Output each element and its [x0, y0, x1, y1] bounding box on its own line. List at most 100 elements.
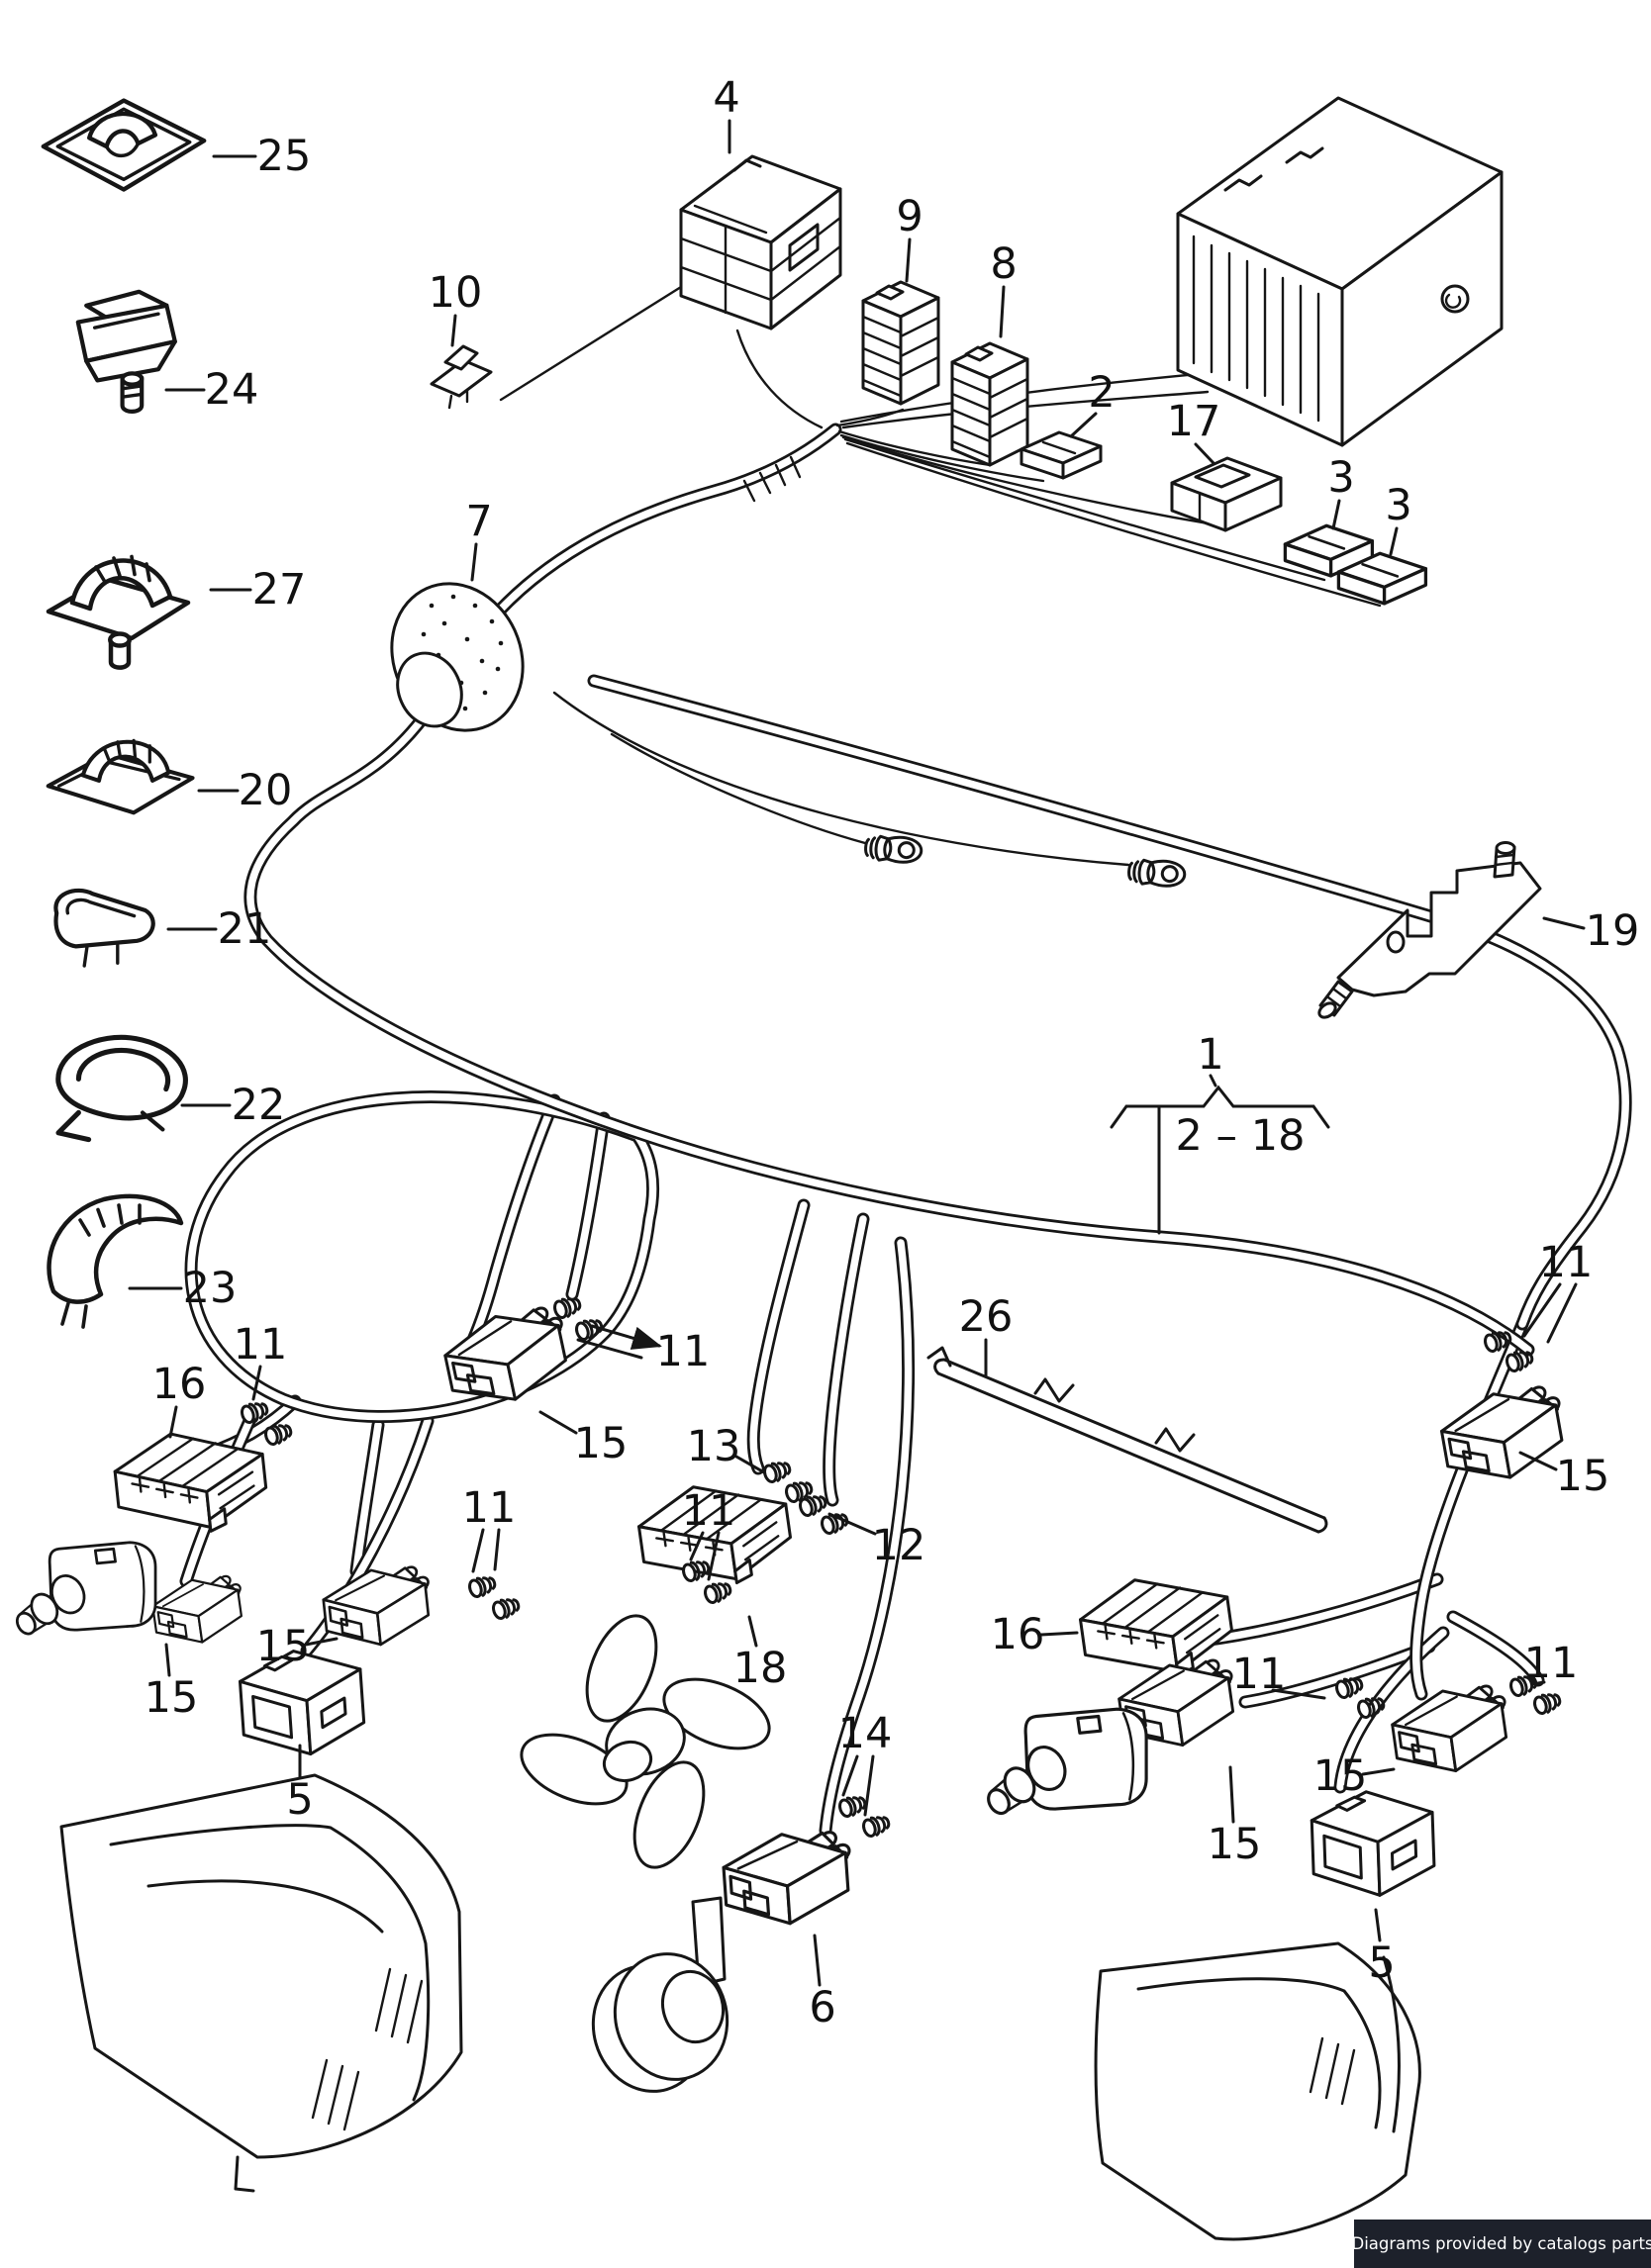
- callout-leader-11: [689, 1531, 705, 1561]
- part-number-1: 1: [1197, 1030, 1223, 1080]
- wire-seal: [550, 1293, 584, 1322]
- part-number-11: 11: [1539, 1238, 1594, 1287]
- part-number-24: 24: [205, 365, 259, 415]
- wire-seal: [701, 1578, 734, 1607]
- connector-5-right: [1309, 1787, 1437, 1900]
- part-number-7: 7: [465, 497, 492, 546]
- part-number-23: 23: [183, 1264, 238, 1313]
- callout-leader-11: [576, 1338, 643, 1360]
- headlight-right: [1094, 1941, 1421, 2241]
- callout-leader-19: [1542, 916, 1586, 930]
- part-number-21: 21: [218, 904, 272, 954]
- wire-seal: [760, 1458, 794, 1486]
- callout-leader-6: [813, 1934, 822, 1987]
- part-number-2: 2: [1088, 368, 1115, 418]
- part-number-6: 6: [809, 1983, 835, 2032]
- watermark-bar: Diagrams provided by catalogs parts: [1351, 2220, 1651, 2268]
- rail-26: [926, 1346, 1328, 1534]
- wire-seal: [859, 1812, 893, 1841]
- connector-15: [148, 1570, 250, 1650]
- clip-24: [78, 292, 175, 412]
- callout-leader-8: [999, 285, 1006, 338]
- grommet-7: [390, 582, 525, 732]
- callout-leader-11: [1522, 1282, 1562, 1338]
- wire-seal: [489, 1594, 523, 1623]
- connector-6: [720, 1826, 858, 1930]
- callout-leader-15: [1361, 1767, 1396, 1776]
- part-number-3: 3: [1327, 453, 1354, 503]
- part-number-18: 18: [733, 1644, 788, 1693]
- part-number-12: 12: [872, 1521, 926, 1570]
- callout-leader-11: [1530, 1680, 1546, 1686]
- bracket-19: [1317, 841, 1542, 1019]
- part-number-5: 5: [286, 1775, 313, 1825]
- callout-leader-15: [1518, 1451, 1558, 1471]
- clip-23: [49, 1196, 181, 1327]
- part-number-11: 11: [1524, 1639, 1579, 1688]
- wires: [499, 285, 1382, 867]
- part-number-4: 4: [713, 73, 739, 123]
- part-number-19: 19: [1586, 906, 1640, 956]
- part-number-2 – 18: 2 – 18: [1176, 1111, 1306, 1161]
- leveling-motor-left: [12, 1541, 157, 1639]
- part-number-20: 20: [239, 766, 293, 815]
- callout-leader-9: [905, 237, 912, 283]
- callout-leader-5: [1374, 1908, 1382, 1942]
- part-number-25: 25: [257, 132, 312, 181]
- headlight-left: [59, 1773, 463, 2193]
- callout-leader-3: [1331, 499, 1341, 530]
- callout-leader-11: [1546, 1282, 1578, 1344]
- callout-leader-15: [164, 1643, 171, 1677]
- callout-leader-11: [471, 1528, 485, 1573]
- callout-leader-14: [863, 1754, 875, 1817]
- clip-25: [44, 101, 204, 190]
- fuse-holder-9: [861, 280, 940, 406]
- callout-leader-7: [470, 542, 478, 582]
- connector-15: [319, 1561, 438, 1652]
- part-number-15: 15: [1208, 1820, 1262, 1869]
- part-number-15: 15: [145, 1673, 199, 1723]
- part-number-11: 11: [234, 1320, 288, 1370]
- part-number-13: 13: [687, 1422, 741, 1471]
- part-number-8: 8: [990, 239, 1017, 289]
- connector-2: [1020, 430, 1103, 480]
- ring-terminal: [1126, 857, 1188, 890]
- part-number-9: 9: [896, 192, 923, 241]
- part-number-17: 17: [1167, 397, 1221, 446]
- part-number-10: 10: [429, 268, 483, 318]
- part-number-15: 15: [1556, 1452, 1610, 1501]
- callout-leader-16: [168, 1405, 178, 1439]
- wire-seal: [818, 1509, 851, 1538]
- callout-leader-11: [590, 1324, 662, 1350]
- wire-seal: [1530, 1689, 1564, 1718]
- clip-27: [49, 557, 188, 668]
- callout-leader-14: [841, 1754, 859, 1797]
- wire-seal: [835, 1792, 869, 1821]
- fuse-box: [1176, 96, 1504, 447]
- part-number-22: 22: [232, 1081, 286, 1130]
- clip-10: [430, 344, 493, 410]
- watermark-text: Diagrams provided by catalogs parts: [1351, 2234, 1651, 2253]
- clip-20: [49, 740, 193, 812]
- callout-leader-1: [1209, 1074, 1217, 1087]
- callout-leader-3: [1389, 526, 1399, 556]
- ring-terminal: [863, 833, 924, 866]
- connector-4: [679, 154, 842, 331]
- callout-leader-16: [1039, 1631, 1079, 1637]
- connector-15: [1387, 1679, 1517, 1780]
- wire-seal: [465, 1572, 499, 1601]
- fuse-holder-8: [950, 341, 1029, 467]
- callout-leader-15: [304, 1637, 339, 1647]
- connector-15: [437, 1299, 579, 1414]
- horn: [591, 1896, 729, 2093]
- callout-leader-12: [827, 1512, 877, 1536]
- callout-leader-11: [251, 1365, 262, 1401]
- part-number-15: 15: [1313, 1751, 1368, 1801]
- part-number-14: 14: [838, 1709, 893, 1758]
- callout-leader-13: [734, 1455, 766, 1474]
- radiator-fan: [520, 1614, 771, 1869]
- clip-21: [55, 891, 152, 966]
- part-number-16: 16: [152, 1360, 207, 1409]
